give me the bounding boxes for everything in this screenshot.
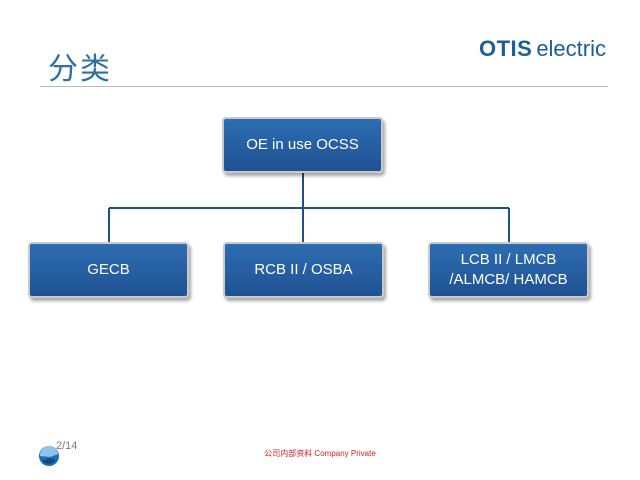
diagram-child-node-rcb: RCB II / OSBA [223, 242, 384, 298]
diagram-child-node-lcb: LCB II / LMCB /ALMCB/ HAMCB [428, 242, 589, 298]
page-number: 2/14 [56, 440, 78, 452]
child-node-label: RCB II / OSBA [254, 261, 353, 278]
globe-icon [39, 445, 59, 466]
child-node-label: GECB [87, 261, 130, 278]
slide-title: 分类 [48, 52, 112, 87]
header-divider [40, 86, 608, 87]
diagram-root-node: OE in use OCSS [222, 117, 383, 173]
logo-light-text: electric [536, 36, 606, 61]
diagram-child-node-gecb: GECB [28, 242, 189, 298]
child-node-label: LCB II / LMCB /ALMCB/ HAMCB [449, 251, 568, 288]
footer-confidential-note: 公司内部资料 Company Private [264, 449, 376, 458]
logo-bold-text: OTIS [478, 36, 533, 61]
root-node-label: OE in use OCSS [246, 136, 359, 153]
